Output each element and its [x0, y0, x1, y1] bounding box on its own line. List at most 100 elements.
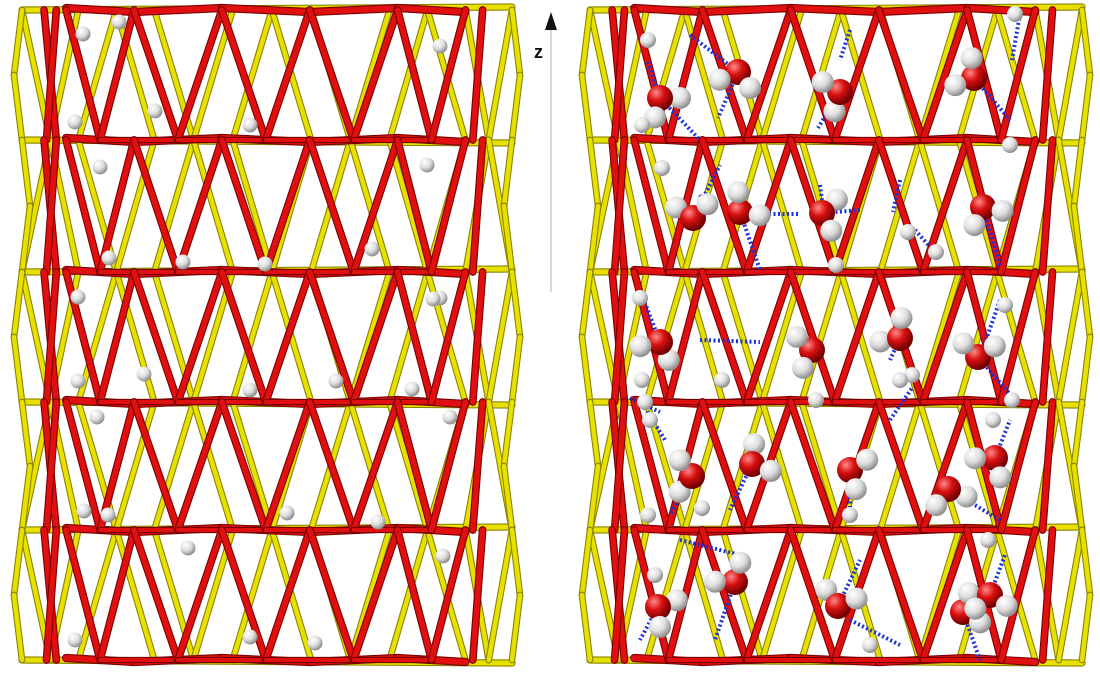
yellow-diagonal-bond — [191, 399, 235, 533]
hydrogen-atom — [862, 637, 878, 653]
yellow-diagonal-bond — [682, 527, 726, 663]
red-diagonal-bond — [998, 7, 1039, 143]
red-ring-bond — [699, 5, 794, 15]
yellow-diagonal-bond — [917, 399, 962, 533]
oxygen-atom — [837, 457, 863, 483]
yellow-diagonal-bond — [348, 137, 392, 275]
hydrogen-atom — [668, 449, 691, 472]
hydrogen-atom — [944, 74, 967, 97]
hydrogen-atoms — [632, 6, 1023, 653]
yellow-diagonal-bond — [486, 269, 515, 405]
red-diagonal-bond — [219, 399, 269, 533]
hydrogen-atom — [727, 181, 750, 204]
hydrogen-bond — [679, 538, 741, 557]
yellow-edge-bond — [1071, 203, 1085, 275]
red-side-bond — [1039, 7, 1056, 143]
yellow-edge-bond — [11, 72, 25, 143]
hydrogen-atom — [960, 47, 983, 70]
hydrogen-atom — [808, 392, 824, 408]
hydrogen-atom — [364, 241, 380, 257]
hydrogen-atom — [92, 159, 108, 175]
red-side-bond — [470, 137, 486, 275]
hydrogen-atom — [904, 367, 920, 383]
yellow-edge-bond — [587, 203, 601, 275]
hydrogen-bond — [849, 618, 901, 647]
red-diagonal-bond — [306, 269, 357, 405]
hydrogen-atom — [869, 330, 892, 353]
red-diagonal-bond — [350, 137, 401, 275]
yellow-diagonal-bond — [917, 7, 962, 143]
red-side-bond — [611, 527, 628, 663]
hydrogen-atom — [842, 507, 858, 523]
hydrogen-atom — [997, 297, 1013, 313]
red-diagonal-bond — [350, 269, 401, 405]
oxygen-atom — [727, 199, 753, 225]
red-diagonal-bond — [699, 137, 750, 275]
yellow-edge-bond — [11, 592, 25, 663]
yellow-diagonal-bond — [387, 137, 430, 275]
z-axis-label: z — [534, 42, 543, 62]
red-diagonal-bond — [306, 7, 357, 143]
hydrogen-bond — [629, 396, 661, 414]
yellow-edge-bond — [587, 399, 601, 469]
red-side-bond — [470, 7, 486, 143]
red-ring-bond — [63, 5, 137, 15]
red-diagonal-bond — [743, 527, 794, 663]
red-diagonal-bond — [63, 527, 103, 663]
yellow-edge-bond — [579, 527, 593, 598]
hydrogen-atom — [242, 382, 258, 398]
hydrogen-atom — [694, 500, 710, 516]
red-diagonal-bond — [263, 399, 313, 533]
red-diagonal-bond — [263, 137, 313, 275]
yellow-edge-bond — [1071, 137, 1085, 209]
yellow-edge-bond — [509, 269, 523, 340]
red-diagonal-bond — [743, 269, 794, 405]
hydrogen-atom — [811, 70, 834, 93]
yellow-diagonal-bond — [917, 137, 962, 275]
hydrogen-atom — [67, 114, 83, 130]
yellow-diagonal-bond — [1056, 7, 1085, 143]
hydrogen-atom — [985, 412, 1001, 428]
red-diagonal-bond — [998, 269, 1039, 405]
hydrogen-atom — [828, 257, 844, 273]
yellow-diagonal-bond — [387, 399, 430, 533]
red-diagonal-bond — [97, 7, 137, 143]
yellow-diagonal-bond — [152, 137, 196, 275]
red-diagonal-bond — [394, 137, 435, 275]
yellow-edge-bond — [1071, 399, 1085, 469]
red-diagonal-bond — [787, 399, 838, 533]
yellow-edge-bond — [11, 269, 25, 340]
z-axis-indicator: z — [534, 12, 557, 292]
hydrogen-atom — [634, 372, 650, 388]
red-diagonal-bond — [394, 269, 435, 405]
oxygen-atom — [809, 200, 835, 226]
red-diagonal-bond — [263, 7, 313, 143]
hydrogen-atom — [175, 254, 191, 270]
red-diagonal-bond — [175, 7, 225, 143]
hydrogen-atom — [964, 447, 987, 470]
hydrogen-atom — [70, 373, 86, 389]
hydrogen-atom — [983, 335, 1006, 358]
red-diagonal-bond — [350, 527, 401, 663]
hydrogen-atom — [370, 514, 386, 530]
yellow-edge-bond — [501, 137, 515, 209]
yellow-edge-bond — [509, 592, 523, 663]
red-diagonal-bond — [920, 527, 970, 663]
yellow-diagonal-bond — [230, 527, 275, 663]
red-diagonal-bond — [631, 527, 672, 663]
yellow-edge-bond — [579, 334, 593, 405]
hydrogen-atom — [729, 551, 752, 574]
hydrogen-bond — [728, 463, 754, 511]
hydrogen-atom — [890, 307, 913, 330]
hydrogen-atom — [1002, 137, 1018, 153]
hydrogen-atom — [654, 160, 670, 176]
yellow-diagonal-bond — [682, 399, 726, 533]
red-side-bond — [43, 137, 60, 275]
red-diagonal-bond — [964, 269, 1004, 405]
hydrogen-atom — [67, 632, 83, 648]
hydrogen-atom — [629, 335, 652, 358]
oxygen-atom — [645, 594, 671, 620]
red-side-bond — [1039, 137, 1056, 275]
red-diagonal-bond — [998, 399, 1039, 533]
